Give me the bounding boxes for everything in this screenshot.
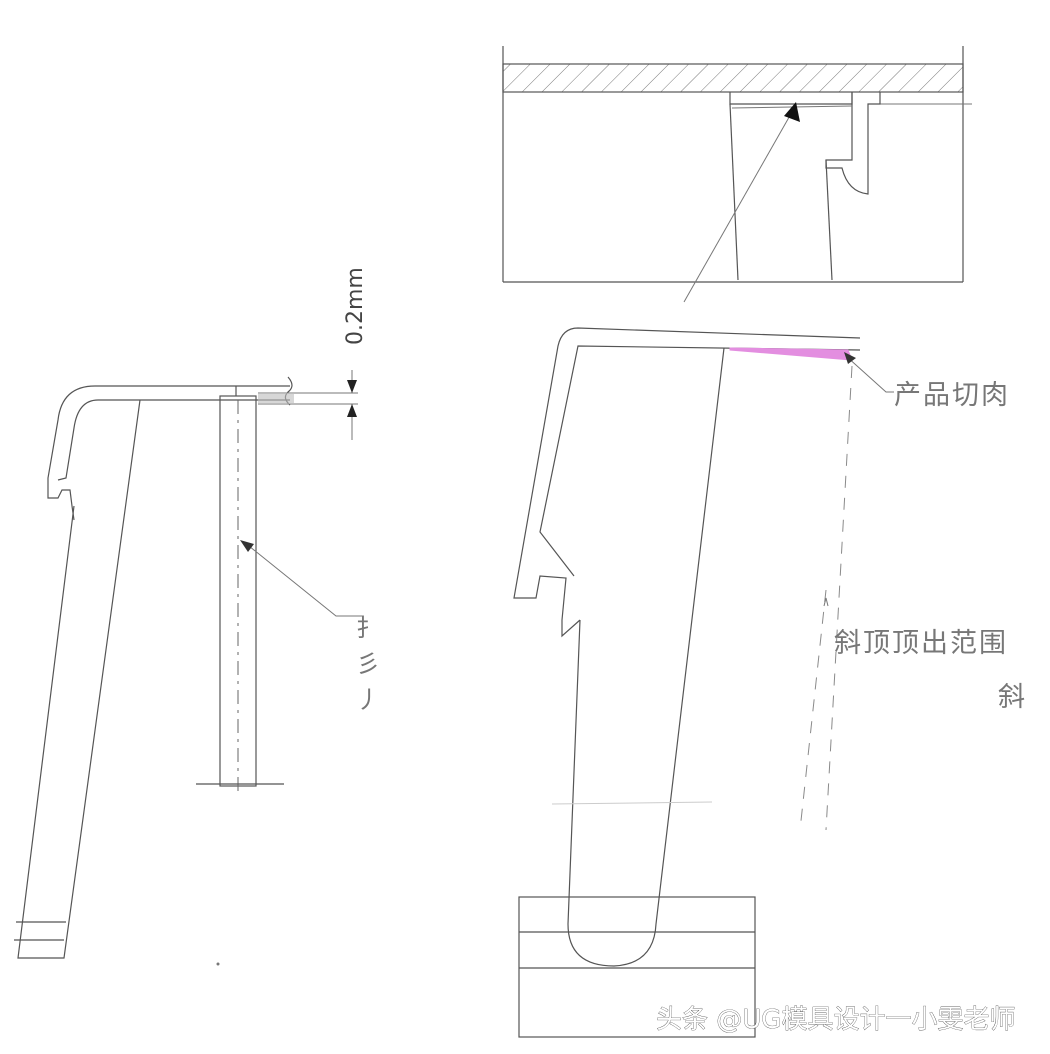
cropped-annotation-3: 丿 [356,686,382,714]
bottom-lifter [567,347,725,967]
top-product-hook [825,92,881,195]
bottom-product-outline [513,327,861,638]
cropped-annotation-2: 彡 [356,650,382,678]
bottom-product-inner [539,345,861,577]
product-cut-label: 产品切肉 [894,380,1010,411]
product-cut-highlight [729,347,853,361]
left-gap-fill [258,393,294,404]
right-top-view [502,46,972,303]
left-product-outline [47,385,290,521]
bottom-base-block [518,896,756,1038]
range-dash-1 [825,365,853,831]
hatched-plate [502,63,964,93]
top-lifter-body-right [825,159,833,281]
watermark-text: 头条 @UG模具设计一小雯老师 [656,1005,1015,1035]
range-dash-2 [799,589,827,831]
top-lifter-body [729,103,739,281]
stray-dot [216,962,220,966]
left-view: 0.2mm 扌 彡 丿 [14,267,382,966]
left-lifter [17,399,141,959]
top-leader-arrow [784,102,800,122]
left-leader-arrow [240,540,254,552]
top-leader-line [683,111,793,303]
dimension-0-2mm: 0.2mm [343,267,368,440]
lifter-range-label: 斜顶顶出范围 [834,628,1008,659]
product-cut-leader [845,355,894,393]
lifter-partial-label: 斜 [998,682,1027,713]
right-bottom-view: 产品切肉 斜顶顶出范围 斜 [513,327,1027,1038]
top-lifter-slot [729,92,853,105]
left-product-inner [57,399,290,481]
dimension-label: 0.2mm [343,267,368,345]
cropped-annotation-1: 扌 [356,614,382,642]
bottom-lifter-break [551,801,713,805]
left-leader-line [243,541,362,617]
